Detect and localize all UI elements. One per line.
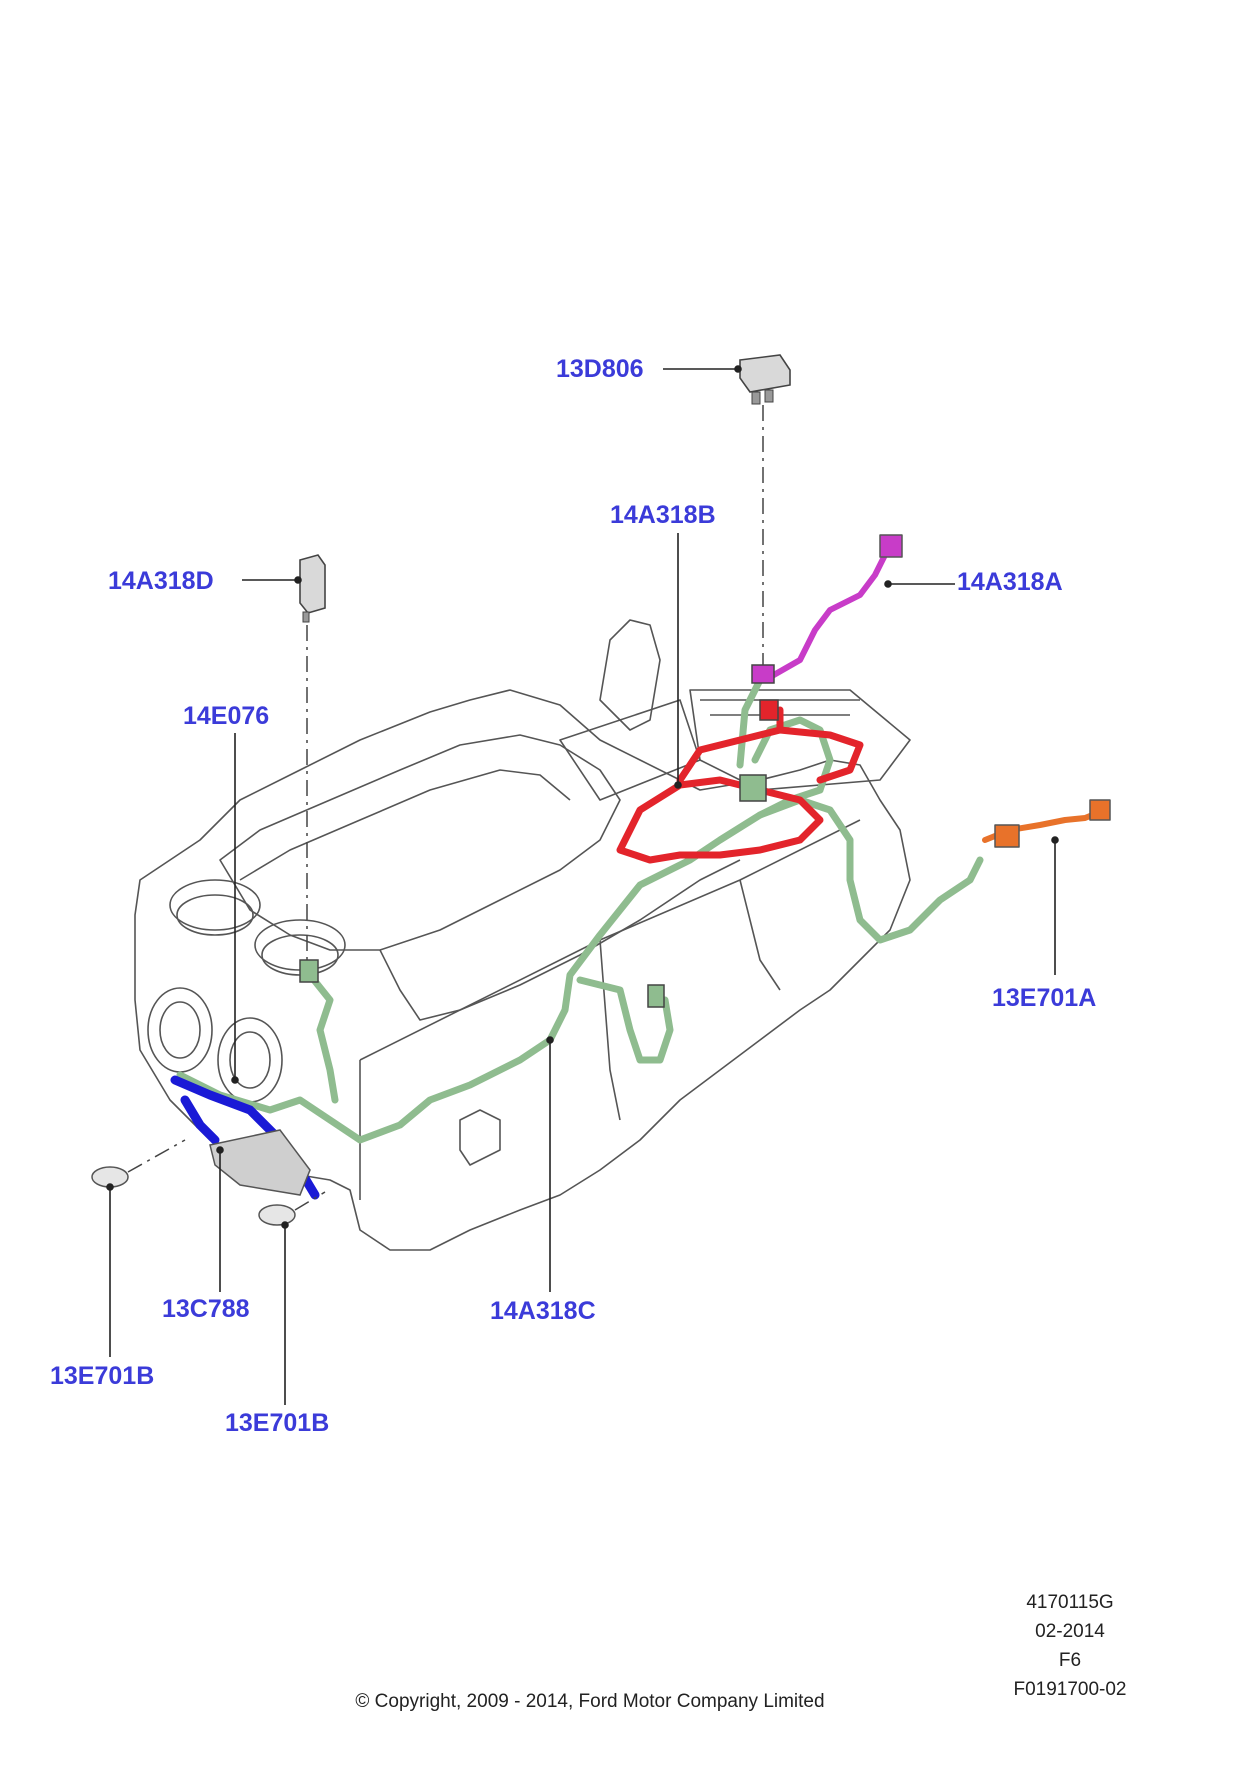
illustration-date: 02-2014 (1035, 1621, 1105, 1642)
figure-id: F0191700-02 (1013, 1679, 1127, 1700)
label-14E076: 14E076 (183, 702, 270, 730)
harness-13E701A (982, 799, 1111, 848)
connector-14A318C-upper (299, 664, 779, 1008)
label-14A318C: 14A318C (490, 1297, 596, 1325)
illustration-number: 4170115G (1026, 1592, 1114, 1613)
connector-14A318D (299, 554, 326, 623)
label-13C788: 13C788 (162, 1295, 250, 1323)
label-13D806: 13D806 (556, 355, 644, 383)
label-14A318B: 14A318B (610, 501, 716, 529)
leader-lines (106, 365, 1059, 1405)
sheet-number: F6 (1058, 1650, 1082, 1671)
module-13C788 (209, 1129, 311, 1196)
label-13E701A: 13E701A (992, 984, 1097, 1012)
label-14A318D: 14A318D (108, 567, 214, 595)
plug-13E701B-right (258, 1204, 296, 1226)
assembly-lines (127, 405, 764, 1211)
harness-14A318A (762, 534, 903, 683)
harness-14A318C (176, 676, 984, 1144)
label-13E701B-left: 13E701B (50, 1362, 155, 1390)
copyright-notice: © Copyright, 2009 - 2014, Ford Motor Com… (355, 1691, 825, 1712)
floor-console-body (134, 619, 911, 1251)
connector-13D806 (739, 354, 791, 405)
label-13E701B-right: 13E701B (225, 1409, 330, 1437)
label-14A318A: 14A318A (957, 568, 1063, 596)
